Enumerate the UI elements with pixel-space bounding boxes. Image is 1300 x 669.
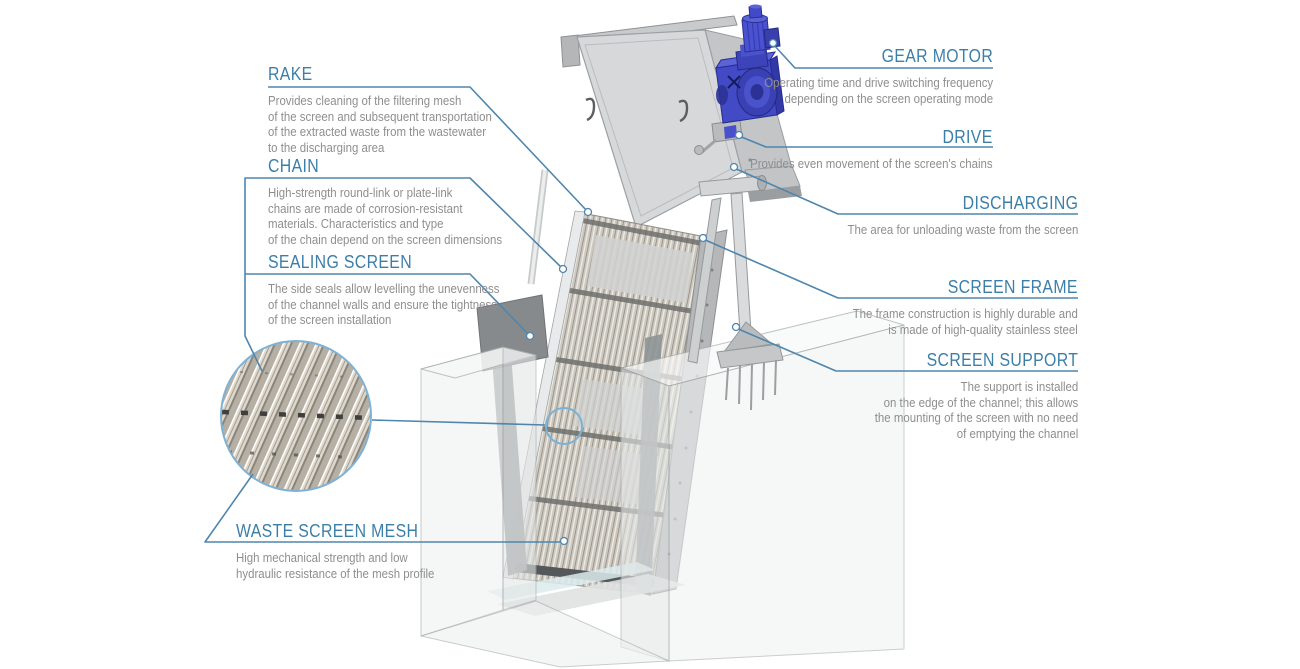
support-base-plate <box>716 343 784 369</box>
callout-drive: DRIVE Provides even movement of the scre… <box>717 127 993 172</box>
callout-description: The side seals allow levelling the uneve… <box>268 281 500 327</box>
chain-guide-rod-highlight <box>529 169 547 285</box>
leader-magnifier-link <box>371 419 546 426</box>
leader-sealing-screen <box>245 273 531 337</box>
leader-dot <box>559 536 569 546</box>
leader-dot <box>734 130 744 140</box>
callout-title: DISCHARGING <box>962 193 1078 213</box>
leader-drive <box>738 135 993 148</box>
callout-description: The area for unloading waste from the sc… <box>847 222 1078 237</box>
callout-screen-support: SCREEN SUPPORT The support is installed … <box>847 350 1078 441</box>
leader-dot <box>583 207 593 217</box>
cover-handle-right <box>678 99 689 123</box>
leader-chain <box>244 177 564 372</box>
callout-discharging: DISCHARGING The area for unloading waste… <box>816 193 1078 238</box>
callout-description: The frame construction is highly durable… <box>852 306 1078 337</box>
motor-top-cap <box>749 4 762 9</box>
output-flange-hub <box>750 84 764 100</box>
callout-title: CHAIN <box>268 156 320 176</box>
callout-title: SCREEN FRAME <box>947 277 1078 297</box>
leader-gear-motor <box>772 43 993 69</box>
leader-lines <box>204 43 1078 543</box>
leader-discharging <box>733 167 1078 215</box>
screen-support-legs <box>687 192 784 411</box>
callout-title: SCREEN SUPPORT <box>926 350 1078 370</box>
leader-waste-screen-mesh <box>204 473 564 543</box>
mesh-detail-magnifier <box>220 340 372 492</box>
callout-description: The support is installed on the edge of … <box>874 379 1078 441</box>
callout-chain: CHAIN High-strength round-link or plate-… <box>268 156 534 247</box>
mesh-panel <box>587 235 693 303</box>
gearbox-x-mark <box>727 75 741 89</box>
leader-dot <box>525 331 535 341</box>
top-left-bracket <box>560 34 581 68</box>
leader-dots <box>525 38 778 546</box>
callout-description: High mechanical strength and low hydraul… <box>236 550 435 581</box>
leader-screen-frame <box>702 238 1078 299</box>
leader-rake <box>268 86 589 213</box>
pivot-tube-cap <box>757 175 767 191</box>
callout-title: DRIVE <box>942 127 993 147</box>
concrete-channel <box>420 310 905 668</box>
anchor-bolts <box>725 359 777 411</box>
discharge-under-edge <box>748 186 802 202</box>
leader-screen-support <box>735 327 1078 372</box>
coupling-arm <box>701 138 717 154</box>
channel-bottom-band <box>420 600 670 668</box>
callout-description: High-strength round-link or plate-link c… <box>268 185 503 247</box>
coupling-insert <box>724 125 737 139</box>
callout-description: Provides cleaning of the filtering mesh … <box>268 93 492 155</box>
detail-mesh-texture <box>221 341 371 491</box>
callout-screen-frame: SCREEN FRAME The frame construction is h… <box>822 277 1078 337</box>
callout-sealing-screen: SEALING SCREEN The side seals allow leve… <box>268 252 531 328</box>
callout-title: WASTE SCREEN MESH <box>236 521 419 541</box>
left-wall-front <box>420 346 504 637</box>
leader-dot <box>698 233 708 243</box>
magnifier-ring <box>220 340 372 492</box>
cover-handle-left <box>585 97 596 122</box>
right-wall-inner <box>620 367 670 662</box>
leader-dot <box>558 264 568 274</box>
left-flange <box>716 85 728 105</box>
callout-rake: RAKE Provides cleaning of the filtering … <box>268 64 522 155</box>
left-wall-inner <box>502 346 537 611</box>
callout-waste-screen-mesh: WASTE SCREEN MESH High mechanical streng… <box>236 521 461 581</box>
motor-fins <box>746 17 766 52</box>
callout-gear-motor: GEAR MOTOR Operating time and drive swit… <box>733 46 993 106</box>
callout-description: Provides even movement of the screen's c… <box>750 156 993 171</box>
leader-dot <box>731 322 741 332</box>
callout-description: Operating time and drive switching frequ… <box>764 75 993 106</box>
detail-cross-wire <box>221 409 371 421</box>
callout-title: GEAR MOTOR <box>881 46 993 66</box>
support-leg-diagonal <box>687 197 722 364</box>
mesh-marker-ring <box>545 407 583 445</box>
detail-cross-wire <box>227 450 367 460</box>
callout-title: SEALING SCREEN <box>268 252 413 272</box>
leader-dot <box>768 38 778 48</box>
coupling-shaft <box>694 145 704 155</box>
leader-dot <box>729 162 739 172</box>
callout-title: RAKE <box>268 64 313 84</box>
